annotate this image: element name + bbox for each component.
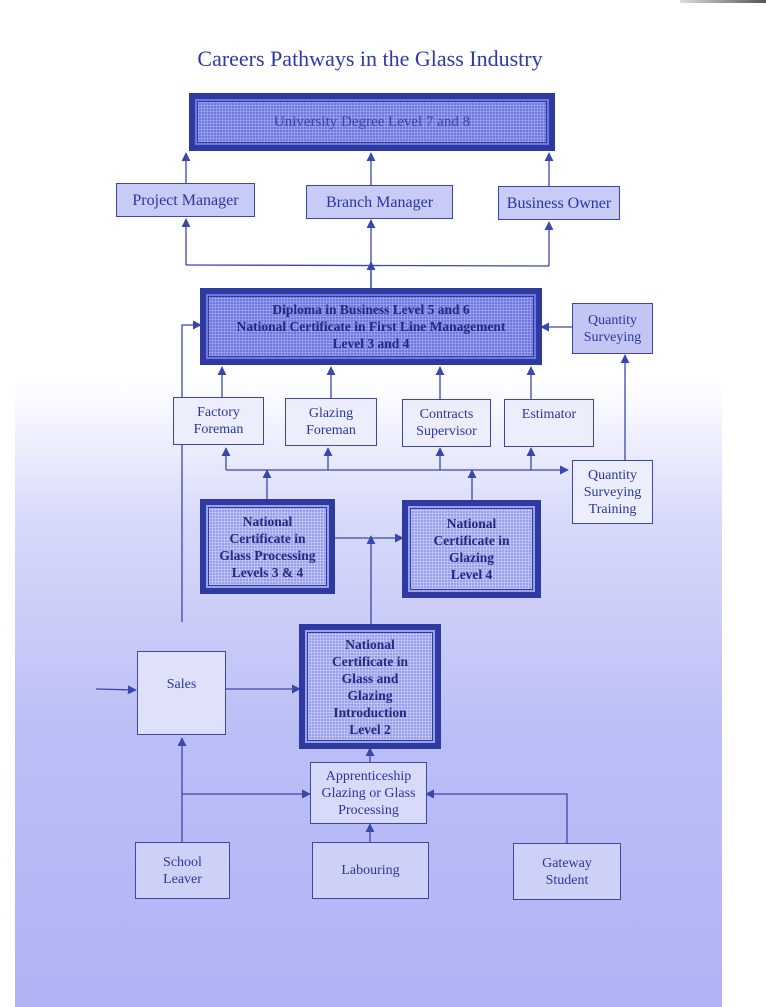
node-label-line: Factory bbox=[197, 405, 240, 420]
node-label: Estimator bbox=[521, 407, 577, 422]
scan-edge-line bbox=[680, 0, 766, 3]
node-label-line: Level 4 bbox=[450, 567, 493, 582]
node-school-leaver: School Leaver bbox=[135, 842, 230, 899]
node-label: Branch Manager bbox=[325, 193, 434, 211]
node-label: Business Owner bbox=[506, 194, 612, 212]
node-label-line: Glass and bbox=[341, 670, 399, 686]
node-label: University Degree Level 7 and 8 bbox=[273, 113, 471, 130]
node-project-manager: Project Manager bbox=[116, 183, 255, 217]
node-label-line: Quantity bbox=[588, 312, 637, 328]
node-label-line: Apprenticeship bbox=[325, 768, 412, 784]
node-labouring: Labouring bbox=[312, 842, 429, 899]
node-label-line: Training bbox=[588, 501, 637, 517]
node-label-line: National bbox=[242, 513, 293, 529]
node-label-line: Glazing bbox=[347, 687, 393, 703]
node-nc-glass-processing: National Certificate in Glass Processing… bbox=[200, 499, 335, 594]
node-label-line: National bbox=[345, 636, 395, 652]
node-label: Labouring bbox=[341, 863, 400, 878]
node-apprenticeship: Apprenticeship Glazing or Glass Processi… bbox=[310, 762, 427, 824]
node-glazing-foreman: Glazing Foreman bbox=[285, 398, 377, 446]
node-label-line: Supervisor bbox=[416, 424, 477, 439]
node-label-line: Leaver bbox=[163, 871, 202, 887]
node-label-line: Glazing bbox=[448, 550, 494, 565]
node-branch-manager: Branch Manager bbox=[306, 185, 453, 219]
node-label-line: Introduction bbox=[333, 704, 407, 720]
node-label-line: National bbox=[446, 516, 497, 531]
node-label-line: Processing bbox=[338, 802, 399, 818]
node-estimator: Estimator bbox=[504, 399, 594, 447]
node-gateway-student: Gateway Student bbox=[513, 843, 621, 900]
node-nc-glass-glazing-intro: National Certificate in Glass and Glazin… bbox=[299, 624, 441, 749]
node-business-owner: Business Owner bbox=[498, 186, 620, 220]
node-quantity-surveying: Quantity Surveying bbox=[572, 303, 653, 354]
node-label-line: Surveying bbox=[583, 329, 642, 345]
node-label-line: Gateway bbox=[542, 855, 592, 871]
edge-bus-horizontal bbox=[185, 264, 550, 267]
node-label-line: Glass Processing bbox=[219, 547, 316, 563]
node-label-line: Foreman bbox=[306, 423, 356, 438]
node-label-line: Student bbox=[545, 872, 589, 888]
node-label: Project Manager bbox=[132, 191, 239, 209]
edge-sales-diploma bbox=[181, 320, 202, 622]
node-contracts-supervisor: Contracts Supervisor bbox=[402, 399, 491, 447]
node-label-line: Glazing bbox=[308, 406, 354, 421]
node-factory-foreman: Factory Foreman bbox=[173, 397, 264, 445]
node-label-line: Level 2 bbox=[349, 721, 391, 737]
edge-external-sales bbox=[95, 685, 137, 695]
node-label-line: School bbox=[163, 854, 202, 870]
node-label-line: Contracts bbox=[419, 407, 474, 422]
node-label-line: Certificate in bbox=[331, 653, 409, 669]
node-label-line: Foreman bbox=[193, 422, 244, 437]
node-diploma-business: Diploma in Business Level 5 and 6 Nation… bbox=[200, 288, 542, 365]
node-label-line: National Certificate in First Line Manag… bbox=[236, 319, 506, 334]
node-nc-glazing: National Certificate in Glazing Level 4 bbox=[402, 500, 541, 598]
node-label-line: Diploma in Business Level 5 and 6 bbox=[272, 302, 470, 317]
node-label-line: Level 3 and 4 bbox=[332, 336, 410, 351]
node-quantity-surveying-training: Quantity Surveying Training bbox=[572, 460, 653, 524]
node-label: Sales bbox=[166, 677, 197, 692]
node-label-line: Quantity bbox=[588, 467, 637, 483]
node-label-line: Certificate in bbox=[229, 530, 306, 546]
node-label-line: Certificate in bbox=[433, 533, 510, 548]
node-label-line: Glazing or Glass bbox=[321, 785, 416, 801]
node-sales: Sales bbox=[137, 651, 226, 735]
node-university-degree: University Degree Level 7 and 8 bbox=[189, 93, 555, 151]
diagram-title: Careers Pathways in the Glass Industry bbox=[197, 46, 543, 71]
node-label-line: Surveying bbox=[583, 484, 642, 500]
node-label-line: Levels 3 & 4 bbox=[231, 564, 304, 580]
edge-gateway-apprenticeship bbox=[425, 789, 568, 843]
